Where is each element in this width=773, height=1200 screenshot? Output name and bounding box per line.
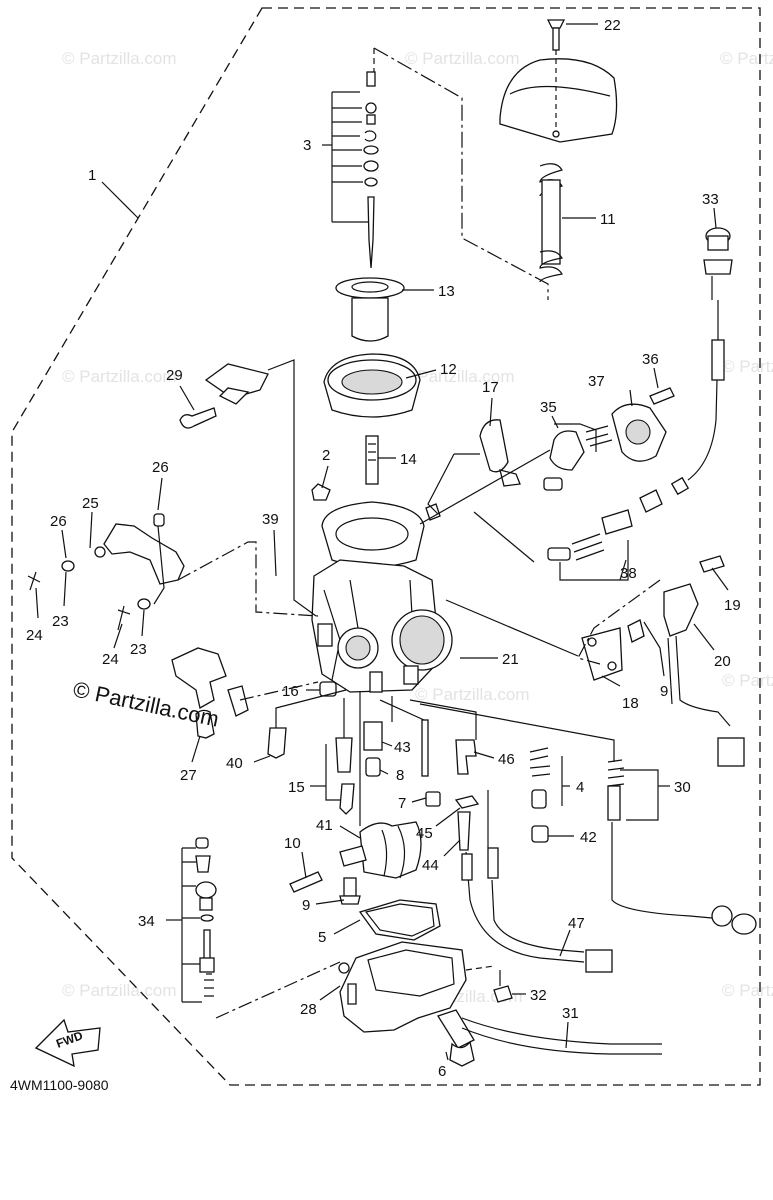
callout-45: 45 [416,825,433,842]
callout-25: 25 [82,495,99,512]
callout-12: 12 [440,361,457,378]
callout-43: 43 [394,739,411,756]
callout-47: 47 [568,915,585,932]
callout-36: 36 [642,351,659,368]
callout-37: 37 [588,373,605,390]
callout-14: 14 [400,451,417,468]
watermark: © Partzilla.com [722,671,773,690]
callout-31: 31 [562,1005,579,1022]
callout-6: 6 [438,1063,446,1080]
callout-40: 40 [226,755,243,772]
callout-35: 35 [540,399,557,416]
callout-18: 18 [622,695,639,712]
float-bowl-gasket-5 [358,899,441,941]
needle-set-parts [331,47,549,300]
connection-lines [239,599,615,826]
callout-26b: 26 [152,459,169,476]
cover-plate-37 [611,387,675,462]
choke-linkage-assembly [27,359,319,739]
wire-harness-47 [461,790,613,973]
watermark: © Partzilla.com [720,49,773,68]
diaphragm-ring [323,353,421,418]
callout-22: 22 [604,17,621,34]
callout-27: 27 [180,767,197,784]
callout-23b: 23 [130,641,147,658]
callout-30: 30 [674,779,691,796]
starter-plunger-38 [419,449,663,581]
callout-39: 39 [262,511,279,528]
callout-23a: 23 [52,613,69,630]
choke-spring-set-35 [543,423,613,491]
callout-28: 28 [300,1001,317,1018]
lower-small-parts [267,681,757,935]
throttle-spring [539,163,563,283]
callout-24a: 24 [26,627,43,644]
callout-5: 5 [318,929,326,946]
watermark: © Partzilla.com [62,49,177,68]
carburetor-body [311,435,453,693]
float-bowl [338,941,662,1067]
watermark: © Partzilla.com [405,49,520,68]
assembly-boundary [11,7,761,1086]
callout-41: 41 [316,817,333,834]
callout-38: 38 [620,565,637,582]
callout-leaders [35,23,729,1061]
float-assembly-41 [289,821,422,905]
callout-11: 11 [600,211,616,228]
callout-19: 19 [724,597,741,614]
callout-10: 10 [284,835,301,852]
callout-32: 32 [530,987,547,1004]
watermark: © Partzilla.com [62,367,177,386]
callout-46: 46 [498,751,515,768]
callout-2: 2 [322,447,330,464]
callout-44: 44 [422,857,439,874]
callout-13: 13 [438,283,455,300]
choke-plunger-cap [427,419,521,515]
callout-3: 3 [303,137,311,154]
callout-15: 15 [288,779,305,796]
fwd-arrow: FWD [34,1018,101,1068]
callout-29: 29 [166,367,183,384]
piston-valve [335,277,405,342]
throttle-housing-18-20 [577,555,745,767]
callout-34: 34 [138,913,155,930]
callout-24b: 24 [102,651,119,668]
callout-33: 33 [702,191,719,208]
callout-8: 8 [396,767,404,784]
top-cap [499,19,618,143]
watermark: © Partzilla.com [722,981,773,1000]
callout-9b: 9 [660,683,668,700]
callout-16: 16 [282,683,299,700]
watermark: © Partzilla.com [722,357,773,376]
watermark: © Partzilla.com [415,685,530,704]
callout-labels: 1 2 3 4 5 6 7 8 9 9 10 11 12 13 14 15 16… [26,17,741,1080]
callout-20: 20 [714,653,731,670]
callout-7: 7 [398,795,406,812]
callout-17: 17 [482,379,499,396]
pilot-jet-set-34 [181,837,341,1019]
callout-4: 4 [576,779,584,796]
diagram-code: 4WM1100-9080 [10,1077,109,1093]
choke-cable-33 [670,227,733,496]
callout-21: 21 [502,651,519,668]
callout-26a: 26 [50,513,67,530]
watermark: © Partzilla.com [62,981,177,1000]
callout-1: 1 [88,167,96,184]
callout-42: 42 [580,829,597,846]
callout-9a: 9 [302,897,310,914]
